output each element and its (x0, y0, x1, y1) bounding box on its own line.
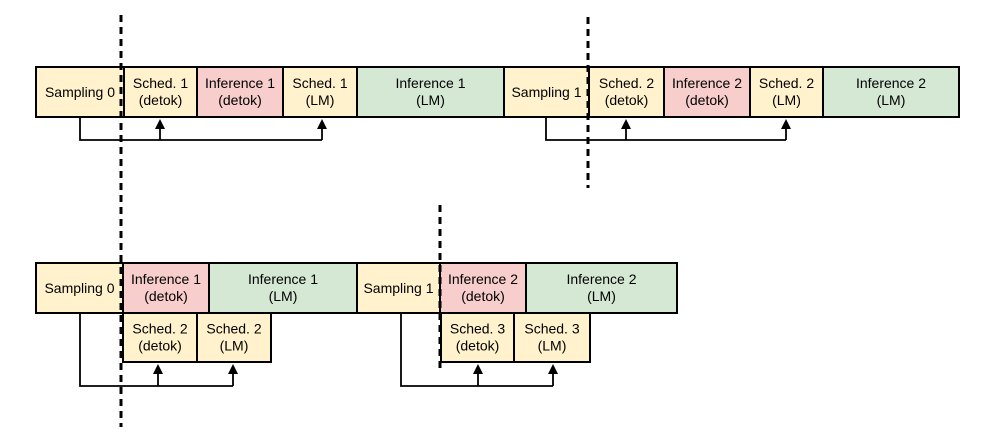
task-label-line2: (LM) (416, 92, 445, 108)
arrow-head (317, 119, 327, 129)
task-label-line1: Inference 2 (856, 75, 926, 91)
task-label-line1: Inference 1 (395, 75, 465, 91)
task-label-line1: Sched. 1 (292, 75, 347, 91)
task-label-line2: (LM) (772, 92, 801, 108)
task-box-sched-3-lm (513, 312, 591, 363)
task-label-line2: (detok) (139, 92, 183, 108)
task-label-line2: (LM) (538, 338, 567, 354)
task-box-sampling-0 (35, 262, 124, 314)
task-label-inference-2-lm: Inference 2(LM) (856, 75, 926, 108)
arrow-head (548, 364, 558, 374)
task-label-line1: Sched. 3 (450, 321, 505, 337)
task-label-line1: Sched. 2 (599, 75, 654, 91)
task-box-inference-2-detok (663, 66, 751, 118)
task-label-line2: (detok) (138, 338, 182, 354)
arrow-head (228, 364, 238, 374)
arrow-head (155, 119, 165, 129)
task-label-line1: Sched. 2 (759, 75, 814, 91)
task-label-line1: Inference 2 (448, 271, 518, 287)
task-label-sched-2-lm: Sched. 2(LM) (759, 75, 814, 108)
task-label-line1: Sched. 1 (133, 75, 188, 91)
task-label-inference-1-detok: Inference 1(detok) (131, 271, 201, 304)
task-label-inference-1-lm: Inference 1(LM) (248, 271, 318, 304)
arrow-head (621, 119, 631, 129)
task-label-line2: (detok) (685, 92, 729, 108)
task-label-line2: (LM) (587, 288, 616, 304)
task-label-line1: Inference 2 (672, 75, 742, 91)
task-box-sched-2-detok (588, 66, 665, 118)
arrow-head (473, 364, 483, 374)
task-label-line1: Inference 1 (131, 271, 201, 287)
task-label-sched-1-detok: Sched. 1(detok) (133, 75, 188, 108)
task-label-inference-1-lm: Inference 1(LM) (395, 75, 465, 108)
task-label-sched-2-detok: Sched. 2(detok) (599, 75, 654, 108)
task-label-line2: (LM) (220, 338, 249, 354)
task-label-line2: (detok) (218, 92, 262, 108)
task-box-sched-1-detok (123, 66, 198, 118)
task-box-sched-3-detok (440, 312, 515, 363)
task-label-line1: Inference 2 (566, 271, 636, 287)
task-label-line1: Sampling 1 (363, 280, 433, 296)
task-label-line2: (LM) (877, 92, 906, 108)
task-box-sched-2-lm (196, 312, 272, 363)
arrow-head (781, 119, 791, 129)
task-box-inference-1-detok (196, 66, 284, 118)
task-label-line1: Sampling 1 (511, 84, 581, 100)
task-box-inference-1-detok (122, 262, 210, 314)
task-box-inference-2-lm (822, 66, 960, 118)
task-box-sampling-0 (35, 66, 125, 118)
dependency-arrow-rail (79, 313, 233, 387)
task-label-line1: Sampling 0 (45, 84, 115, 100)
task-box-sched-2-detok (122, 312, 198, 363)
arrow-head (153, 364, 163, 374)
task-label-inference-1-detok: Inference 1(detok) (205, 75, 275, 108)
task-label-line1: Sched. 2 (132, 321, 187, 337)
task-label-line2: (LM) (269, 288, 298, 304)
task-box-inference-2-lm (525, 262, 678, 314)
task-label-line2: (detok) (456, 338, 500, 354)
task-label-sched-3-lm: Sched. 3(LM) (524, 321, 579, 354)
task-box-inference-1-lm (356, 66, 505, 118)
dependency-arrow-rail (545, 117, 786, 141)
task-label-line1: Inference 1 (205, 75, 275, 91)
task-label-sched-2-detok: Sched. 2(detok) (132, 321, 187, 354)
task-box-sched-2-lm (749, 66, 824, 118)
task-label-line2: (detok) (605, 92, 649, 108)
task-label-line1: Sampling 0 (44, 280, 114, 296)
task-label-inference-2-lm: Inference 2(LM) (566, 271, 636, 304)
task-label-line2: (detok) (144, 288, 188, 304)
task-label-line2: (LM) (306, 92, 335, 108)
task-label-sched-2-lm: Sched. 2(LM) (206, 321, 261, 354)
dependency-arrow-rail (400, 313, 553, 387)
task-label-sampling-1: Sampling 1 (511, 84, 581, 100)
task-label-line2: (detok) (461, 288, 505, 304)
task-label-sampling-0: Sampling 0 (45, 84, 115, 100)
task-label-sched-1-lm: Sched. 1(LM) (292, 75, 347, 108)
task-label-line1: Sched. 2 (206, 321, 261, 337)
task-label-line1: Sched. 3 (524, 321, 579, 337)
task-label-sched-3-detok: Sched. 3(detok) (450, 321, 505, 354)
task-box-inference-1-lm (208, 262, 358, 314)
task-box-sampling-1 (503, 66, 590, 118)
dependency-arrow-rail (79, 117, 322, 141)
task-label-inference-2-detok: Inference 2(detok) (448, 271, 518, 304)
task-label-sampling-0: Sampling 0 (44, 280, 114, 296)
task-label-sampling-1: Sampling 1 (363, 280, 433, 296)
task-box-sched-1-lm (282, 66, 358, 118)
task-label-inference-2-detok: Inference 2(detok) (672, 75, 742, 108)
task-label-line1: Inference 1 (248, 271, 318, 287)
